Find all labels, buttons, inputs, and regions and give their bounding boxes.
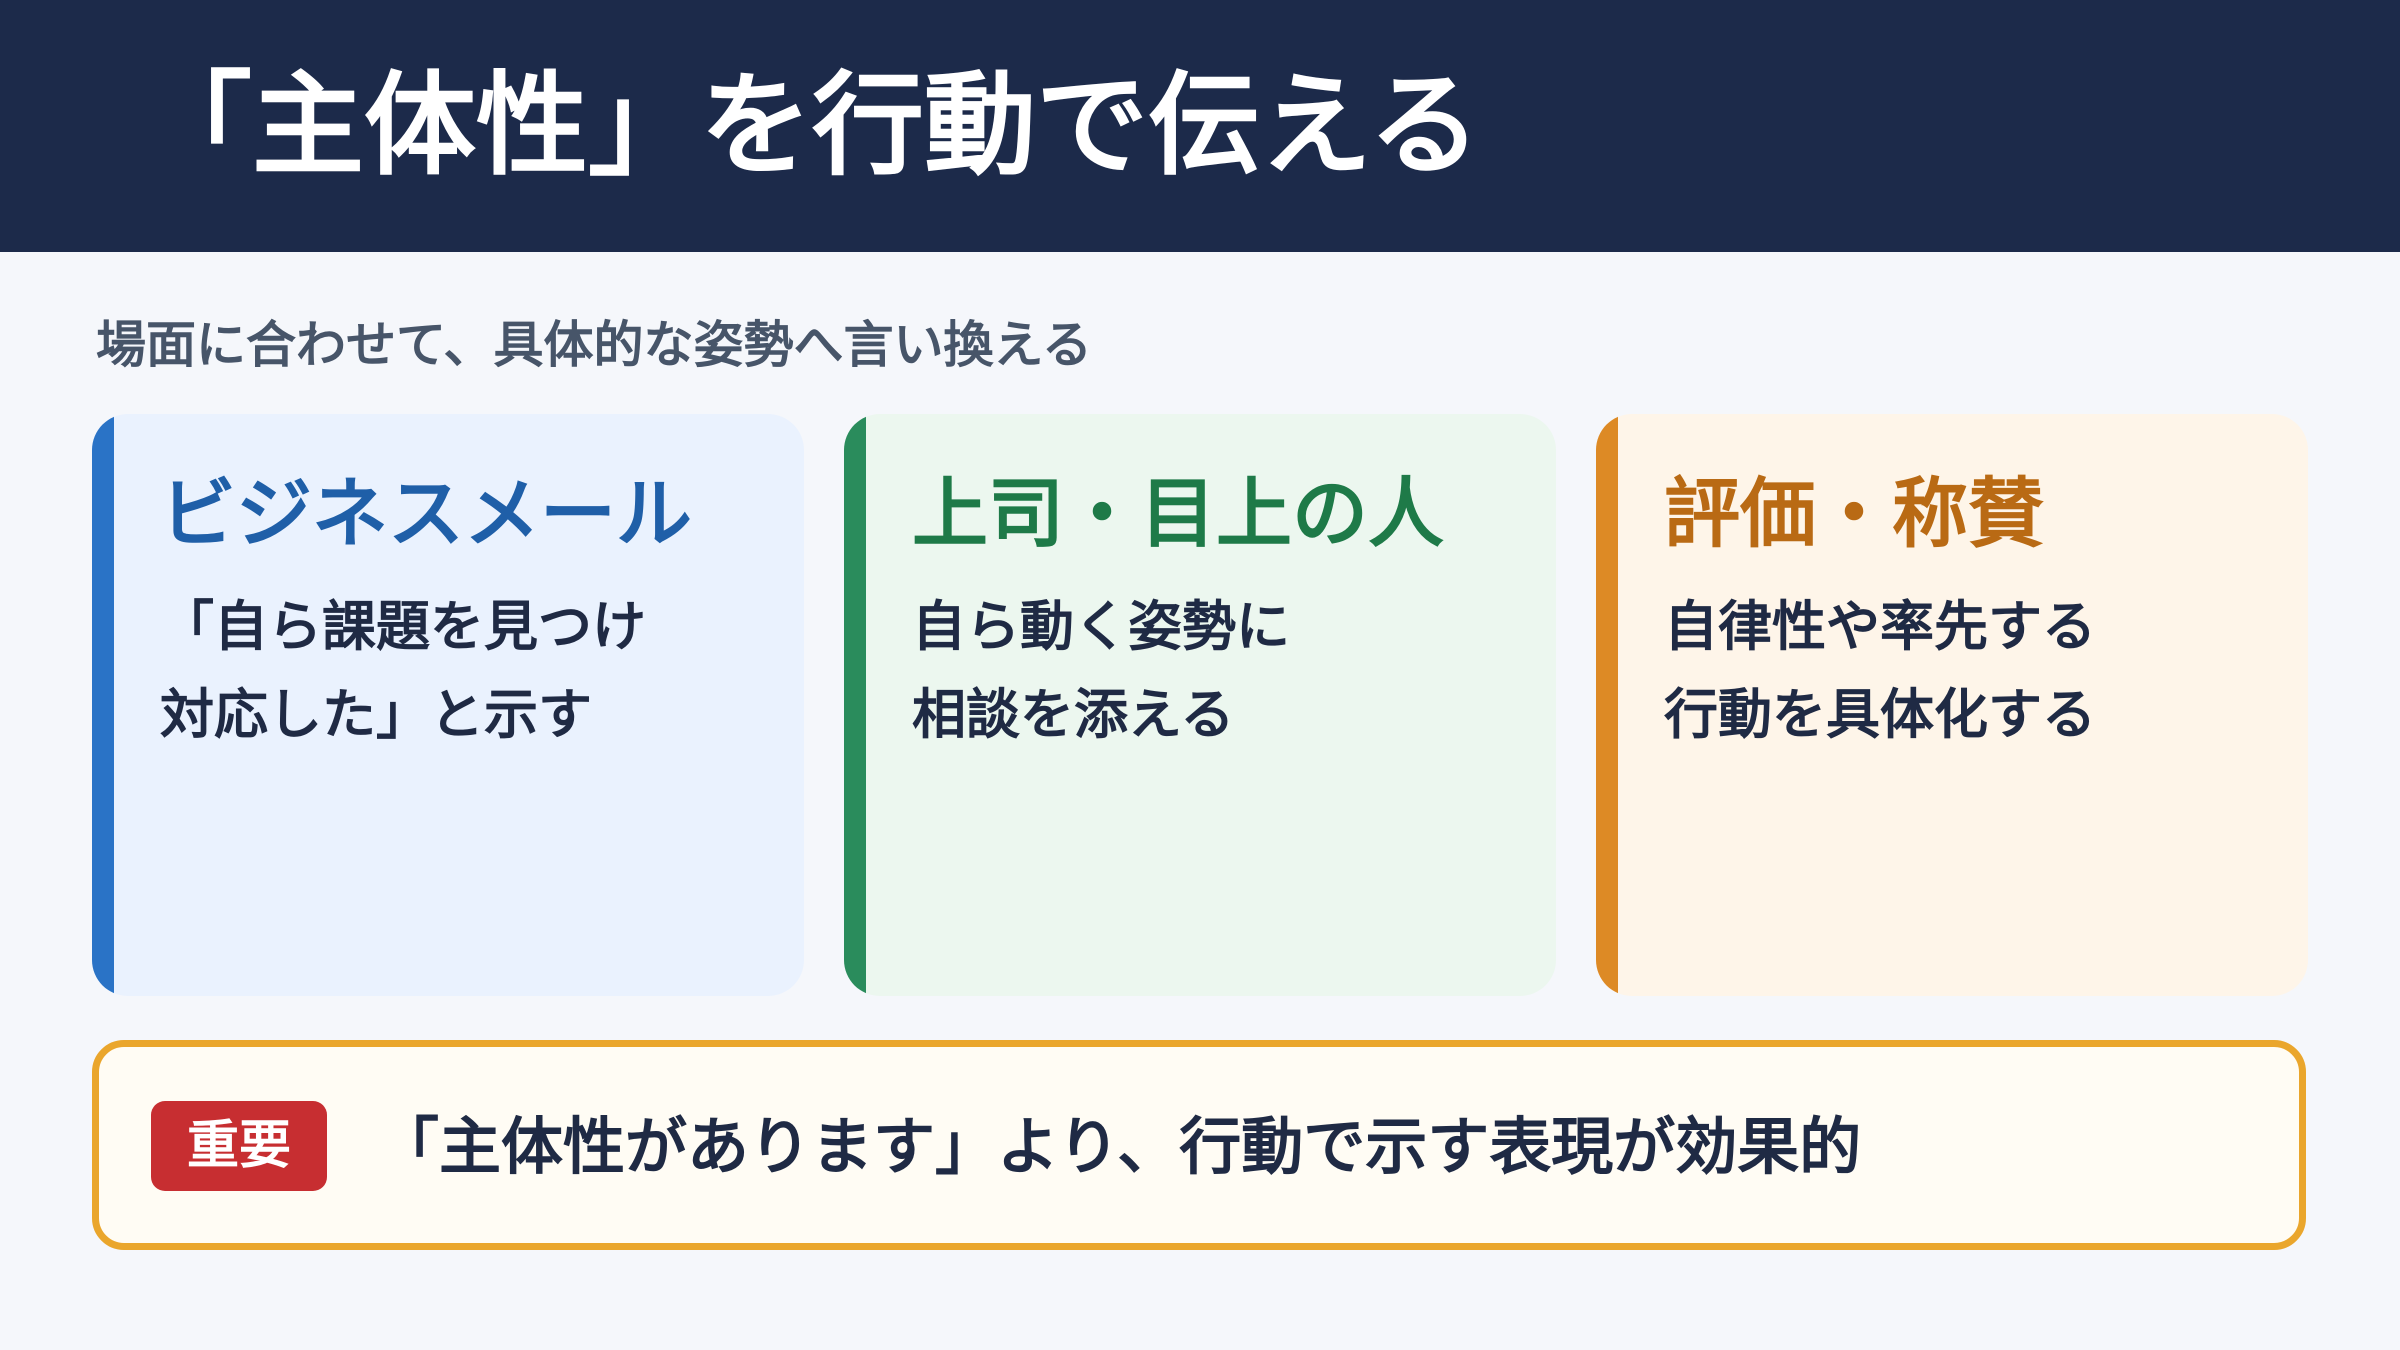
card-accent-bar [1596, 414, 1618, 996]
header-banner: 「主体性」を行動で伝える [0, 0, 2400, 252]
card-evaluation: 評価・称賛 自律性や率先する 行動を具体化する [1596, 414, 2308, 996]
page-title: 「主体性」を行動で伝える [140, 61, 1481, 191]
card-text-line: 自律性や率先する [1664, 595, 2096, 658]
page-subtitle: 場面に合わせて、具体的な姿勢へ言い換える [96, 316, 1092, 374]
card-superior: 上司・目上の人 自ら動く姿勢に 相談を添える [844, 414, 1556, 996]
card-title: 上司・目上の人 [912, 469, 1444, 558]
card-accent-bar [844, 414, 866, 996]
card-text-line: 相談を添える [912, 683, 1235, 746]
card-title: ビジネスメール [160, 469, 692, 558]
card-title: 評価・称賛 [1664, 469, 2044, 558]
card-accent-bar [92, 414, 114, 996]
important-note: 重要 「主体性があります」より、行動で示す表現が効果的 [92, 1040, 2306, 1250]
important-badge: 重要 [151, 1101, 327, 1191]
important-note-text: 「主体性があります」より、行動で示す表現が効果的 [377, 1110, 1862, 1183]
card-text-line: 行動を具体化する [1664, 683, 2096, 746]
card-text-line: 自ら動く姿勢に [912, 595, 1290, 658]
card-text-line: 「自ら課題を見つけ [160, 595, 646, 658]
card-business-mail: ビジネスメール 「自ら課題を見つけ 対応した」と示す [92, 414, 804, 996]
card-text-line: 対応した」と示す [160, 683, 592, 746]
